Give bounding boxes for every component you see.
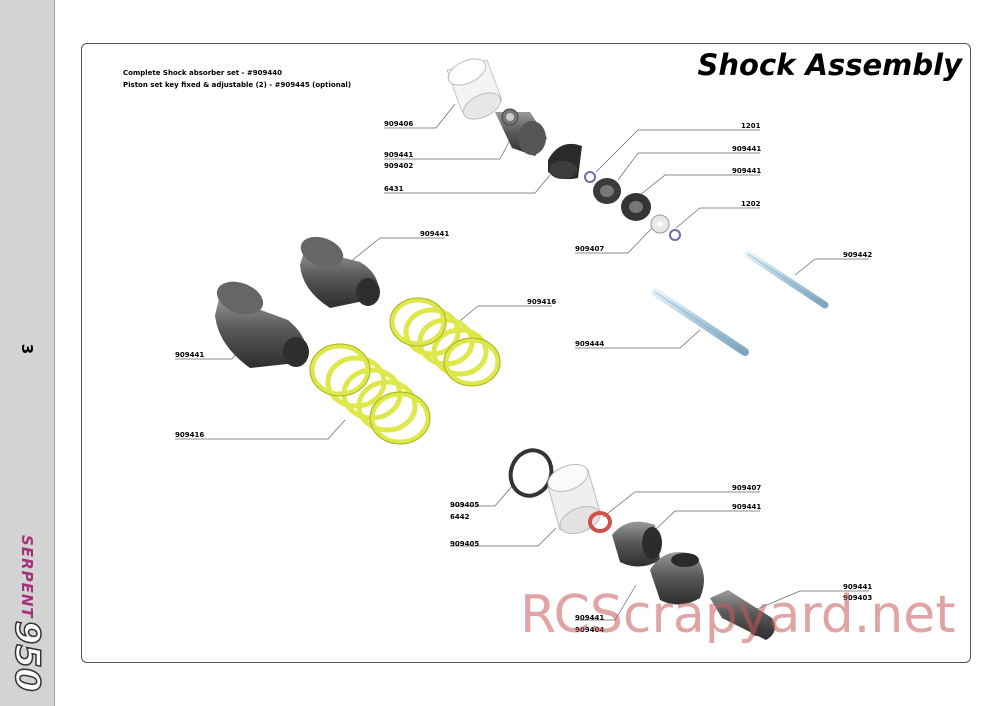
label-909402: 909402 (384, 162, 414, 170)
bladder-6431 (548, 143, 582, 180)
piston-909441-b (621, 193, 651, 221)
page-title: Shock Assembly (697, 48, 962, 82)
spring-retainer-909441 (650, 552, 704, 605)
spring-909416-upper-outline (389, 297, 501, 387)
label-6431: 6431 (384, 185, 404, 193)
shock-body-909441-lower (215, 281, 309, 368)
piston-909441-a (593, 178, 621, 204)
label-909416: 909416 (175, 431, 205, 439)
label-909441: 909441 (420, 230, 450, 238)
diagram-frame (81, 43, 971, 663)
label-909416: 909416 (527, 298, 557, 306)
label-909407: 909407 (732, 484, 762, 492)
cup-909441 (612, 521, 662, 567)
label-909441: 909441 (732, 503, 762, 511)
label-909403: 909403 (843, 594, 873, 602)
label-909441: 909441 (732, 167, 762, 175)
label-1201: 1201 (741, 122, 761, 130)
label-6442: 6442 (450, 513, 470, 521)
label-909441: 909441 (843, 583, 873, 591)
watermark: RCScrapyard.net (520, 585, 956, 645)
shock-body-909441-upper (300, 236, 380, 308)
label-909405: 909405 (450, 540, 480, 548)
label-909441: 909441 (732, 145, 762, 153)
spring-909416-lower-outline (309, 343, 431, 445)
spring-909416-lower (309, 343, 431, 445)
label-909441: 909441 (575, 614, 605, 622)
label-909407: 909407 (575, 245, 605, 253)
e-clip-1202 (669, 229, 681, 241)
piston-set-note: Piston set key fixed & adjustable (2) - … (123, 81, 352, 89)
label-909406: 909406 (384, 120, 414, 128)
label-909405: 909405 (450, 501, 480, 509)
shock-shaft-909444 (651, 288, 749, 356)
spring-909416-upper (389, 297, 501, 387)
shock-shaft-909442 (744, 250, 829, 309)
rod-end-909403 (710, 590, 775, 640)
label-909441: 909441 (175, 351, 205, 359)
label-909404: 909404 (575, 626, 605, 634)
label-909444: 909444 (575, 340, 605, 348)
leader-lines (175, 103, 869, 621)
shock-end-909441 (495, 108, 547, 156)
washer-909407 (650, 214, 670, 234)
shock-set-note: Complete Shock absorber set - #909440 (123, 69, 282, 77)
shock-cap-909406 (446, 58, 503, 120)
label-1202: 1202 (741, 200, 761, 208)
label-909442: 909442 (843, 251, 873, 259)
sidebar: 3 SERPENT950 (0, 0, 55, 706)
o-ring-909407 (588, 511, 612, 533)
label-909441: 909441 (384, 151, 414, 159)
e-clip-1201 (584, 171, 596, 183)
